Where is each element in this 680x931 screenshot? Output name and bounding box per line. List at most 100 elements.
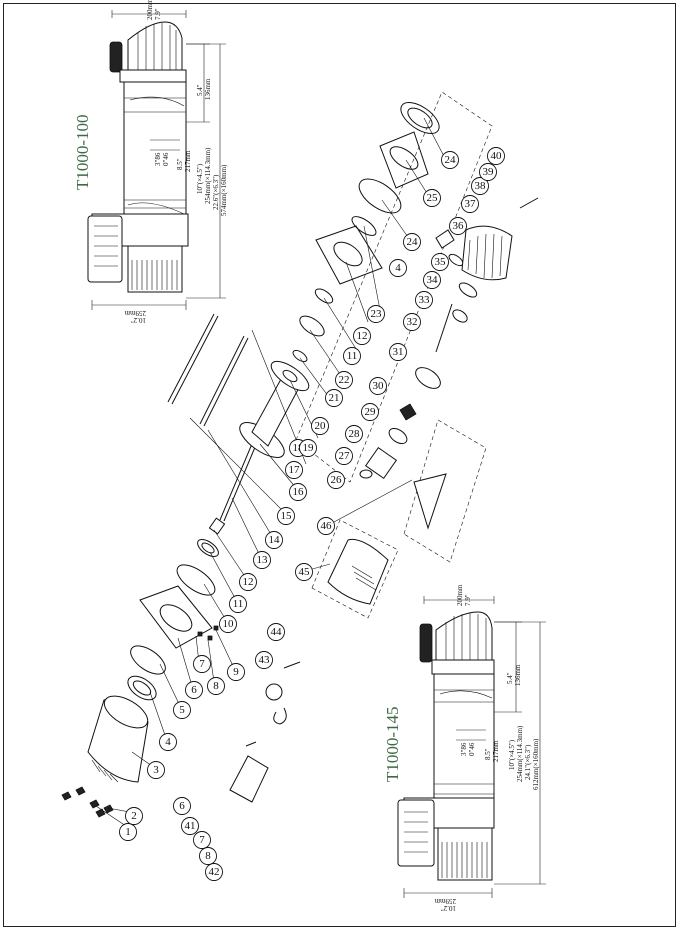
svg-text:24: 24 [445,154,457,166]
callout-1: 1 [119,823,137,841]
callout-3: 3 [147,761,165,779]
svg-text:34: 34 [427,274,439,286]
svg-text:22.6"(×6.3"): 22.6"(×6.3") [212,174,220,210]
svg-text:9: 9 [233,666,239,678]
callout-14: 14 [265,531,283,549]
svg-text:8: 8 [213,680,219,692]
callout-11: 11 [229,595,247,613]
svg-text:16: 16 [293,486,305,498]
callout-31: 31 [389,343,407,361]
callout-12: 12 [239,573,257,591]
svg-text:20: 20 [315,420,327,432]
callout-8b: 8 [199,847,217,865]
callout-36: 36 [449,217,467,235]
svg-text:1: 1 [125,826,131,838]
svg-text:8.5": 8.5" [484,748,492,760]
svg-text:35: 35 [435,256,447,268]
svg-text:19: 19 [303,442,315,454]
callout-9: 9 [227,663,245,681]
svg-text:15: 15 [281,510,293,522]
callout-5: 5 [173,701,191,719]
svg-text:0"46: 0"46 [468,742,476,756]
callout-41: 41 [181,817,199,835]
svg-text:22: 22 [339,374,350,386]
svg-text:5.4": 5.4" [506,672,514,684]
callout-20: 20 [311,417,329,435]
svg-text:38: 38 [475,180,487,192]
callout-39: 39 [479,163,497,181]
top-dimensions: 7.9" 200mm 5.4" 136mm 8.5" 217mm 3"86 0"… [124,0,228,324]
svg-text:3"86: 3"86 [154,152,162,166]
callout-25: 25 [423,189,441,207]
drum [239,360,310,458]
callout-7: 7 [193,655,211,673]
drawing-frame [3,3,676,927]
svg-text:7: 7 [199,834,205,846]
callout-22: 22 [335,371,353,389]
callout-21: 21 [325,389,343,407]
svg-text:8.5": 8.5" [176,158,184,170]
callout-16: 16 [289,483,307,501]
svg-text:136mm: 136mm [514,664,522,686]
svg-text:7.9": 7.9" [464,594,472,606]
callout-6b: 6 [173,797,191,815]
svg-text:36: 36 [453,220,465,232]
callout-37: 37 [461,195,479,213]
svg-text:574mm(×160mm): 574mm(×160mm) [220,164,228,216]
svg-text:27: 27 [339,450,351,462]
svg-text:8: 8 [205,850,211,862]
callout-17: 17 [285,461,303,479]
svg-text:217mm: 217mm [184,150,192,172]
svg-text:6: 6 [179,800,185,812]
svg-text:10"(×4.5"): 10"(×4.5") [508,739,516,770]
svg-text:17: 17 [289,464,301,476]
svg-text:6: 6 [191,684,197,696]
svg-text:254mm(×114.3mm): 254mm(×114.3mm) [204,147,212,204]
callout-35: 35 [431,253,449,271]
svg-text:0"46: 0"46 [162,152,170,166]
callout-4: 4 [159,733,177,751]
svg-text:3: 3 [153,764,159,776]
callout-30: 30 [369,377,387,395]
callout-11b: 11 [343,347,361,365]
svg-text:28: 28 [349,428,361,440]
svg-text:23: 23 [371,308,383,320]
callout-19: 19 [299,439,317,457]
svg-text:24: 24 [407,236,419,248]
svg-text:18: 18 [293,442,305,454]
callout-13: 13 [253,551,271,569]
callout-6: 6 [185,681,203,699]
model-title-top: T1000-100 [73,114,92,190]
callout-12b: 12 [353,327,371,345]
callout-8: 8 [207,677,225,695]
callout-4b: 4 [389,259,407,277]
exploded-parts [61,91,539,818]
callout-44: 44 [267,623,285,641]
svg-text:43: 43 [259,654,271,666]
svg-text:26: 26 [331,474,343,486]
svg-text:10"(×4.5"): 10"(×4.5") [196,163,204,194]
svg-text:217mm: 217mm [492,740,500,762]
svg-text:200mm: 200mm [456,584,464,606]
svg-text:4: 4 [165,736,171,748]
callout-24: 24 [403,233,421,251]
callout-10: 10 [219,615,237,633]
callout-38: 38 [471,177,489,195]
svg-text:2: 2 [131,810,137,822]
callout-33: 33 [415,291,433,309]
svg-text:259mm: 259mm [124,309,146,317]
callout-15: 15 [277,507,295,525]
svg-text:612mm(×160mm): 612mm(×160mm) [532,738,540,790]
svg-text:21: 21 [329,392,340,404]
svg-text:259mm: 259mm [434,897,456,905]
svg-text:24.1"(×6.3"): 24.1"(×6.3") [524,744,532,780]
callout-27: 27 [335,447,353,465]
callout-42: 42 [205,863,223,881]
callout-40: 40 [487,147,505,165]
svg-text:11: 11 [233,598,244,610]
motor [87,695,149,783]
svg-text:46: 46 [321,520,333,532]
callout-34: 34 [423,271,441,289]
svg-text:10: 10 [223,618,235,630]
